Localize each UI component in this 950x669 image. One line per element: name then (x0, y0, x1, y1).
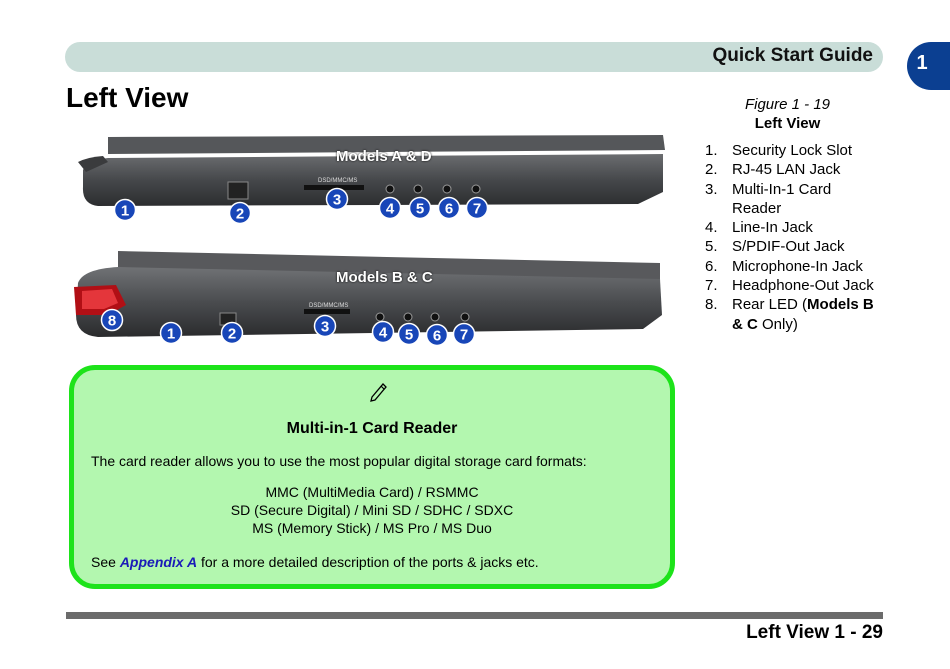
pencil-icon (370, 383, 387, 402)
header-bar: Quick Start Guide (65, 42, 883, 72)
figure-caption: Figure 1 - 19 Left View (705, 96, 870, 132)
model-label-a-d: Models A & D (336, 148, 432, 165)
note-intro: The card reader allows you to use the mo… (91, 453, 587, 469)
footer-page-label: Left View 1 - 29 (746, 622, 883, 643)
note-box: Multi-in-1 Card Reader The card reader a… (69, 365, 675, 589)
laptop-left-view-models-b-c: DSD/MMC/MS Models B & C (68, 245, 668, 350)
footer-rule (66, 612, 883, 619)
appendix-a-link[interactable]: Appendix A (119, 554, 198, 570)
laptop-left-view-models-a-d: DSD/MMC/MS Models A & D (78, 132, 668, 232)
note-title: Multi-in-1 Card Reader (286, 420, 458, 437)
chapter-number: 1 (916, 52, 928, 74)
port-label-a-d: DSD/MMC/MS (318, 178, 357, 184)
format-line: SD (Secure Digital) / Mini SD / SDHC / S… (230, 502, 514, 518)
legend-item: 1.Security Lock Slot (705, 142, 853, 159)
legend-item: 3.Multi-In-1 Card Reader (705, 180, 832, 217)
model-label-b-c: Models B & C (336, 269, 433, 286)
format-line: MMC (MultiMedia Card) / RSMMC (265, 484, 479, 500)
chapter-tab[interactable]: 1 (907, 42, 950, 90)
legend-item: 2.RJ-45 LAN Jack (705, 161, 841, 179)
page-title: Left View (66, 82, 189, 113)
legend-list: 1.Security Lock Slot 2.RJ-45 LAN Jack 3.… (705, 141, 875, 334)
figure-number: Figure 1 - 19 (744, 96, 831, 113)
legend-item: 4.Line-In Jack (705, 219, 813, 237)
legend-item: 8.Rear LED (Models B & C Only) (705, 296, 874, 333)
header-title: Quick Start Guide (712, 45, 873, 66)
format-line: MS (Memory Stick) / MS Pro / MS Duo (252, 520, 492, 536)
legend-item: 7.Headphone-Out Jack (705, 277, 874, 295)
laptop-a-d-image: DSD/MMC/MS (78, 135, 665, 206)
port-label-b-c: DSD/MMC/MS (309, 303, 348, 309)
legend-item: 5.S/PDIF-Out Jack (705, 238, 845, 256)
laptop-b-c-image: DSD/MMC/MS (74, 251, 662, 337)
legend-item: 6.Microphone-In Jack (705, 257, 863, 275)
note-see-also: See Appendix A for a more detailed descr… (91, 554, 539, 570)
figure-title: Left View (754, 115, 821, 132)
